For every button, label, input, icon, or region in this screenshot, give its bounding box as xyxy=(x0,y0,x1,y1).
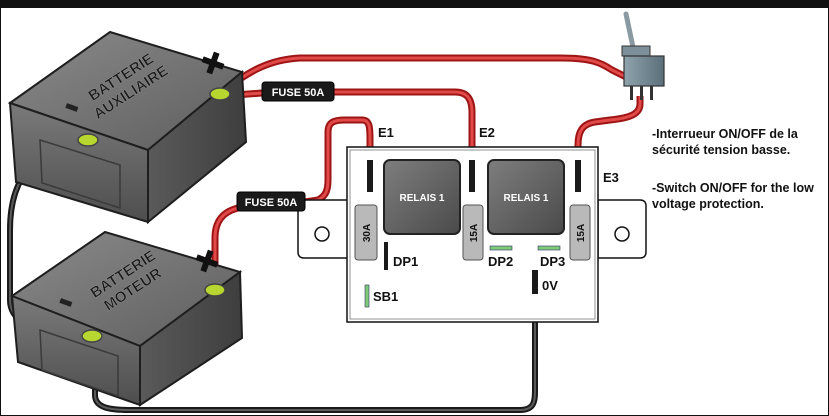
terminal-0v-pin xyxy=(532,270,538,294)
switch-body[interactable] xyxy=(623,55,665,87)
label-dp1: DP1 xyxy=(393,254,418,269)
label-dp2: DP2 xyxy=(488,254,513,269)
sb1-led xyxy=(364,284,370,308)
motor-battery-front-panel xyxy=(39,328,119,398)
relay-left xyxy=(383,159,461,235)
motor-positive-terminal xyxy=(204,283,226,297)
label-e2: E2 xyxy=(479,125,495,140)
motor-negative-terminal xyxy=(81,329,103,343)
note-french: -Interrueur ON/OFF de la sécurité tensio… xyxy=(652,127,798,157)
ground-wire-to-0v-highlight xyxy=(94,293,536,411)
aux-plus-icon xyxy=(201,51,225,75)
module-board-inner xyxy=(349,149,596,320)
aux-battery-side xyxy=(147,69,248,225)
relay-right-label: RELAIS 1 xyxy=(503,193,548,204)
relay-left-label: RELAIS 1 xyxy=(399,193,444,204)
label-e1: E1 xyxy=(378,125,394,140)
aux-battery-front-panel xyxy=(39,138,121,210)
board-fuse-15a-mid xyxy=(462,204,484,261)
motor-battery-side xyxy=(139,270,244,407)
auxiliary-battery xyxy=(7,30,248,225)
label-e3: E3 xyxy=(603,170,619,185)
fuse-bottom-label: FUSE 50A xyxy=(245,197,298,209)
note-english: -Switch ON/OFF for the low voltage prote… xyxy=(652,181,814,211)
inline-fuse-bottom xyxy=(236,191,306,212)
switch-pin-2 xyxy=(640,86,643,100)
board-fuse-30a xyxy=(354,204,378,261)
board-fuse-15a-right-label: 15A xyxy=(576,224,587,242)
board-fuse-15a-mid-label: 15A xyxy=(469,224,480,242)
fuse-top-label: FUSE 50A xyxy=(272,87,325,99)
dp2-led xyxy=(489,245,513,251)
motor-battery xyxy=(9,230,244,407)
aux-positive-terminal xyxy=(209,87,231,101)
top-frame-bar xyxy=(0,0,829,8)
switch-pin-3 xyxy=(650,86,653,100)
inline-fuse-top xyxy=(261,81,335,102)
dp3-led xyxy=(537,245,561,251)
relay-right xyxy=(487,159,565,235)
label-dp3: DP3 xyxy=(540,254,565,269)
board-fuse-30a-label: 30A xyxy=(362,224,373,242)
protection-module xyxy=(297,146,647,323)
switch-pin-1 xyxy=(630,86,633,100)
label-sb1: SB1 xyxy=(373,289,398,304)
motor-minus-icon xyxy=(59,298,73,307)
red-wire-switch-to-e3-hl xyxy=(576,96,642,170)
mounting-hole-left xyxy=(314,226,330,242)
aux-negative-terminal xyxy=(77,133,99,147)
dp1-jumper xyxy=(384,242,388,270)
board-fuse-15a-right xyxy=(569,204,591,261)
motor-plus-icon xyxy=(195,249,219,273)
terminal-e1-pin xyxy=(367,160,373,192)
aux-minus-icon xyxy=(65,103,79,112)
switch-collar xyxy=(621,45,651,57)
terminal-e3-pin xyxy=(575,160,581,192)
label-0v: 0V xyxy=(542,278,558,293)
toggle-switch[interactable] xyxy=(621,11,665,100)
terminal-e2-pin xyxy=(469,160,475,192)
mounting-hole-right xyxy=(614,226,630,242)
